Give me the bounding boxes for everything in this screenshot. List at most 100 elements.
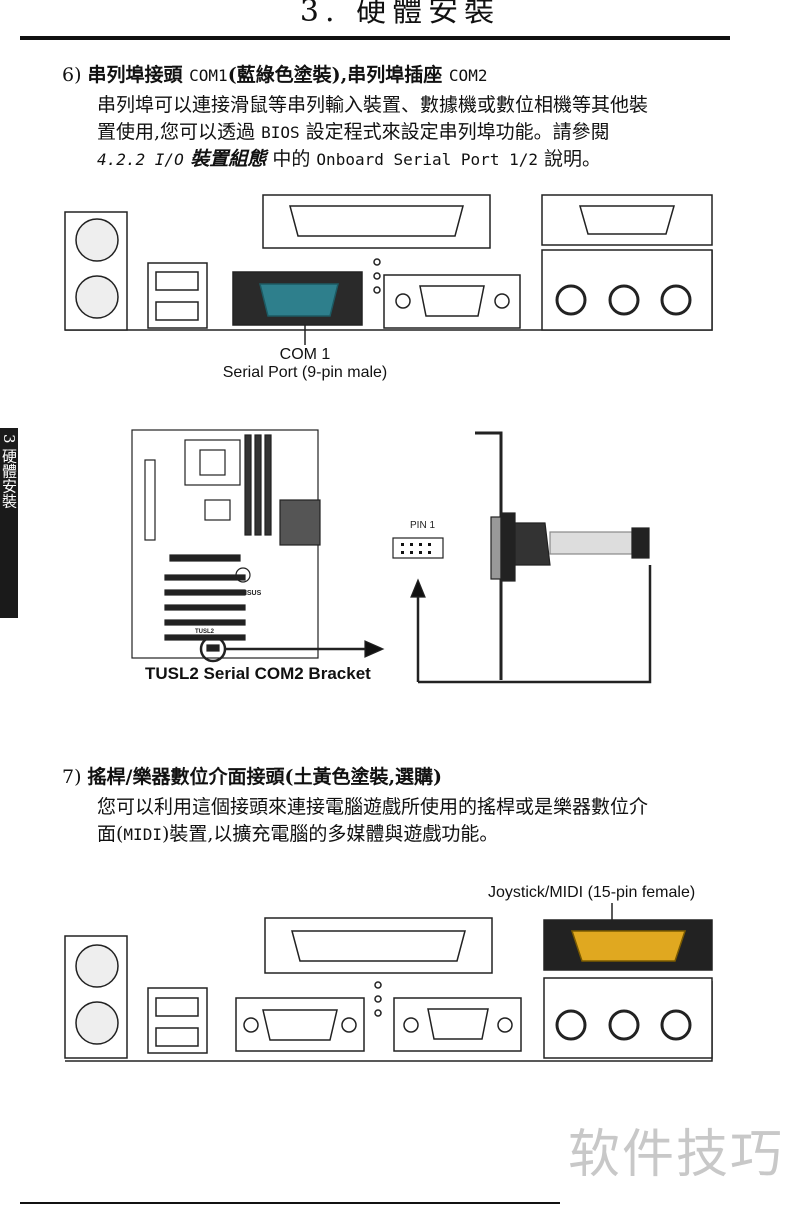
text: 4.2.2 I/O	[97, 150, 184, 169]
joystick-label: Joystick/MIDI (15-pin female)	[488, 884, 696, 901]
section-6-body: 串列埠可以連接滑鼠等串列輸入裝置、數據機或數位相機等其他裝 置使用,您可以透過 …	[97, 92, 737, 173]
cpu-socket	[184, 439, 241, 486]
body-line: 您可以利用這個接頭來連接電腦遊戲所使用的搖桿或是樂器數位介	[97, 796, 649, 818]
chipset	[204, 499, 231, 521]
pin1-label: PIN 1	[410, 520, 435, 531]
text: 面(	[97, 823, 124, 845]
header-pins	[401, 543, 431, 554]
io-ports	[144, 459, 156, 541]
parallel-port	[289, 205, 464, 237]
ps2-keyboard-port	[75, 1001, 119, 1045]
screw	[497, 1017, 513, 1033]
body-line: 面(MIDI)裝置,以擴充電腦的多媒體與遊戲功能。	[97, 821, 737, 848]
text: 設定程式來設定串列埠功能。請參閱	[299, 121, 610, 143]
pci-slot	[164, 589, 246, 596]
agp-slot	[169, 554, 241, 562]
usb-ports	[147, 262, 208, 329]
vga-port-housing	[383, 274, 521, 329]
heading-text: (藍綠色塗裝),串列埠插座	[227, 64, 443, 86]
ide-connectors	[279, 499, 321, 546]
footer-rule	[20, 1202, 560, 1204]
header-rule	[20, 36, 730, 40]
audio-jack	[608, 284, 640, 316]
parallel-port-housing	[262, 194, 491, 249]
screw	[403, 1017, 419, 1033]
back-panel-figure-com1	[64, 194, 713, 345]
pci-slot	[164, 604, 246, 611]
led	[373, 272, 381, 280]
vga-port	[419, 285, 485, 317]
parallel-port-housing	[264, 917, 493, 974]
game-port	[579, 205, 675, 235]
vga-port-housing	[393, 997, 522, 1052]
page-title: 3. 硬體安裝	[299, 0, 501, 29]
heading-text: COM1	[189, 66, 228, 85]
led	[373, 258, 381, 266]
section-number: 6)	[62, 64, 82, 86]
ps2-mouse-port	[75, 218, 119, 262]
dimm-slot	[264, 434, 272, 536]
text: Onboard Serial Port 1/2	[316, 150, 538, 169]
usb-port	[155, 271, 199, 291]
vga-port	[427, 1008, 489, 1040]
body-line: 串列埠可以連接滑鼠等串列輸入裝置、數據機或數位相機等其他裝	[97, 94, 649, 116]
section-7-body: 您可以利用這個接頭來連接電腦遊戲所使用的搖桿或是樂器數位介 面(MIDI)裝置,…	[97, 794, 737, 848]
dimm-slot	[244, 434, 252, 536]
heading-text: 搖桿/樂器數位介面接頭(土黃色塗裝,選購)	[87, 766, 443, 788]
led	[374, 981, 382, 989]
ps2-mouse-port	[75, 944, 119, 988]
text: 裝置組態	[183, 148, 267, 170]
com2-header	[206, 644, 220, 652]
heading-text: 串列埠接頭	[87, 64, 183, 86]
label-line: Serial Port (9-pin male)	[222, 364, 388, 381]
pci-slot	[164, 574, 246, 581]
led	[374, 1009, 382, 1017]
arrow-head	[410, 578, 426, 598]
screw	[341, 1017, 357, 1033]
watermark: 软件技巧	[568, 1125, 785, 1185]
text: 置使用,您可以透過	[97, 121, 262, 143]
joystick-midi-port	[570, 930, 687, 962]
label-line: COM 1	[279, 346, 331, 363]
connection-line	[418, 565, 652, 684]
back-panel-figure-joystick	[64, 903, 713, 1062]
dimm-slot	[254, 434, 262, 536]
com1-housing	[235, 997, 365, 1052]
usb-port	[155, 1027, 199, 1047]
body-line: 置使用,您可以透過 BIOS 設定程式來設定串列埠功能。請參閱	[97, 119, 737, 146]
arrow-head	[364, 640, 385, 658]
audio-ports	[543, 977, 713, 1059]
usb-port	[155, 301, 199, 321]
figure-caption: TUSL2 Serial COM2 Bracket	[145, 664, 371, 683]
com1-serial-port	[262, 1009, 338, 1041]
brand-text: /ISUS	[243, 590, 262, 597]
battery	[235, 567, 251, 583]
cpu-core	[199, 449, 226, 476]
connector-hood	[514, 522, 551, 566]
audio-jack	[660, 1009, 692, 1041]
audio-jack	[660, 284, 692, 316]
com1-serial-port	[259, 283, 339, 317]
com2-bracket-figure: /ISUS TUSL2 PIN 1	[131, 429, 652, 684]
ps2-keyboard-port	[75, 275, 119, 319]
text: 中的	[266, 148, 317, 170]
cable-header-plug	[631, 527, 650, 559]
screw	[243, 1017, 259, 1033]
heading-text: COM2	[448, 66, 488, 85]
ribbon-cable	[549, 531, 633, 555]
text: )裝置,以擴充電腦的多媒體與遊戲功能。	[161, 823, 499, 845]
board-label: TUSL2	[195, 629, 215, 635]
pci-slot	[164, 619, 246, 626]
text: 說明。	[537, 148, 602, 170]
section-number: 7)	[62, 766, 82, 788]
audio-jack	[555, 1009, 587, 1041]
audio-jack	[555, 284, 587, 316]
screw	[494, 293, 510, 309]
text: BIOS	[261, 123, 300, 142]
com1-label: COM 1 Serial Port (9-pin male)	[205, 346, 405, 382]
side-chapter-tab: 3 硬體安裝	[0, 428, 18, 618]
screw	[395, 293, 411, 309]
game-port-housing	[541, 194, 713, 246]
parallel-port	[291, 930, 466, 962]
text: MIDI	[123, 825, 162, 844]
